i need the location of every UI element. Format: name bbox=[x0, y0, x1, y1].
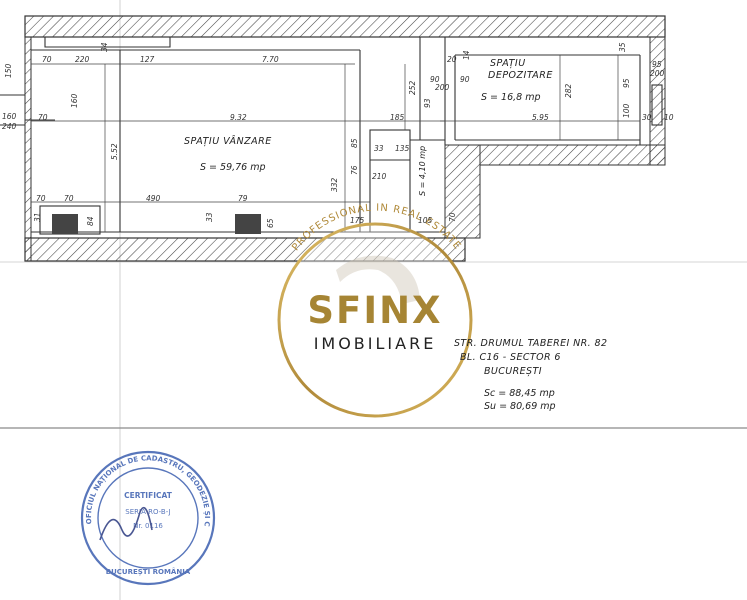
dim-label: 490 bbox=[146, 194, 161, 203]
dim-label: 332 bbox=[330, 177, 339, 192]
dim-label: 240 bbox=[2, 122, 17, 131]
dim-label: 100 bbox=[622, 103, 631, 118]
room-name-storage-1: SPAȚIU bbox=[490, 58, 526, 69]
dim-label: 9.32 bbox=[230, 113, 247, 122]
dim-label: 84 bbox=[86, 216, 95, 226]
dim-label: 85 bbox=[350, 138, 359, 148]
cadastral-stamp: OFICIUL NAȚIONAL DE CADASTRU, GEODEZIE Ș… bbox=[0, 0, 216, 586]
svg-text:OFICIUL NAȚIONAL DE CADASTRU,: OFICIUL NAȚIONAL DE CADASTRU, GEODEZIE Ș… bbox=[0, 0, 211, 527]
address-line2: BL. C16 - SECTOR 6 bbox=[460, 352, 561, 363]
room-name-storage-2: DEPOZITARE bbox=[488, 70, 553, 81]
dim-label: 200 bbox=[650, 69, 665, 78]
dim-label: 31 bbox=[33, 212, 42, 222]
dim-label: 10 bbox=[664, 113, 674, 122]
pillar bbox=[235, 214, 261, 234]
dim-label: 127 bbox=[140, 55, 155, 64]
dim-label: 70 bbox=[42, 55, 52, 64]
dim-label: 90 bbox=[460, 75, 470, 84]
dim-label: 76 bbox=[350, 165, 359, 175]
sphinx-silhouette bbox=[336, 255, 420, 304]
dim-label: 160 bbox=[70, 93, 79, 108]
dim-label: 33 bbox=[374, 144, 384, 153]
dim-label: 220 bbox=[75, 55, 90, 64]
address-line1: STR. DRUMUL TABEREI NR. 82 bbox=[454, 338, 608, 349]
dim-label: 70 bbox=[36, 194, 46, 203]
stamp-line3: Nr. 0116 bbox=[133, 522, 163, 530]
dim-label: 95 bbox=[652, 60, 662, 69]
dim-label: 5.52 bbox=[110, 143, 119, 160]
dim-label: 160 bbox=[2, 112, 17, 121]
signature bbox=[99, 507, 153, 541]
dim-label: 90 bbox=[430, 75, 440, 84]
room-area-small: S = 4,10 mp bbox=[418, 145, 427, 196]
dim-label: 175 bbox=[350, 216, 365, 225]
dim-label: 35 bbox=[618, 42, 627, 52]
exterior-walls bbox=[24, 15, 666, 262]
dim-label: 65 bbox=[266, 218, 275, 228]
dimension-lines bbox=[31, 55, 640, 232]
room-area-storage: S = 16,8 mp bbox=[481, 92, 541, 103]
dim-label: 200 bbox=[435, 83, 450, 92]
stamp-line1: CERTIFICAT bbox=[124, 491, 173, 500]
address-line3: BUCUREȘTI bbox=[484, 366, 542, 377]
dim-label: 33 bbox=[205, 212, 214, 222]
stamp-bottom: BUCUREȘTI ROMÂNIA bbox=[106, 567, 191, 576]
dim-label: 7.70 bbox=[262, 55, 279, 64]
pillar bbox=[52, 214, 78, 234]
dim-label: 30 bbox=[642, 113, 652, 122]
watermark-logo: PROFESSIONAL IN REAL ESTATE bbox=[277, 203, 473, 418]
dim-label: 93 bbox=[423, 98, 432, 108]
stamp-ring-text: OFICIUL NAȚIONAL DE CADASTRU, GEODEZIE Ș… bbox=[0, 0, 211, 527]
dim-label: 150 bbox=[4, 63, 13, 78]
watermark-brand-sub: IMOBILIARE bbox=[313, 334, 437, 353]
interior-walls bbox=[0, 37, 663, 235]
dim-label: 70 bbox=[38, 113, 48, 122]
dim-label: 95 bbox=[622, 78, 631, 88]
usable-area: Su = 80,69 mp bbox=[484, 401, 556, 412]
watermark-brand-name: SFINX bbox=[307, 289, 443, 332]
dim-label: 79 bbox=[238, 194, 248, 203]
dim-label: 20 bbox=[447, 55, 457, 64]
watermark-brand: SFINX IMOBILIARE bbox=[276, 221, 474, 419]
dim-label: 14 bbox=[462, 50, 471, 60]
dim-label: 105 bbox=[418, 216, 433, 225]
dim-label: 5.95 bbox=[532, 113, 549, 122]
dim-label: 252 bbox=[408, 80, 417, 95]
dim-label: 210 bbox=[372, 172, 387, 181]
dim-label: 185 bbox=[390, 113, 405, 122]
room-area-sales: S = 59,76 mp bbox=[200, 162, 266, 173]
built-area: Sc = 88,45 mp bbox=[484, 388, 555, 399]
dim-label: 70 bbox=[64, 194, 74, 203]
dim-label: 282 bbox=[564, 83, 573, 98]
room-name-sales: SPAȚIU VÂNZARE bbox=[184, 136, 272, 147]
dim-label: 135 bbox=[395, 144, 410, 153]
dim-label: 34 bbox=[100, 42, 109, 52]
